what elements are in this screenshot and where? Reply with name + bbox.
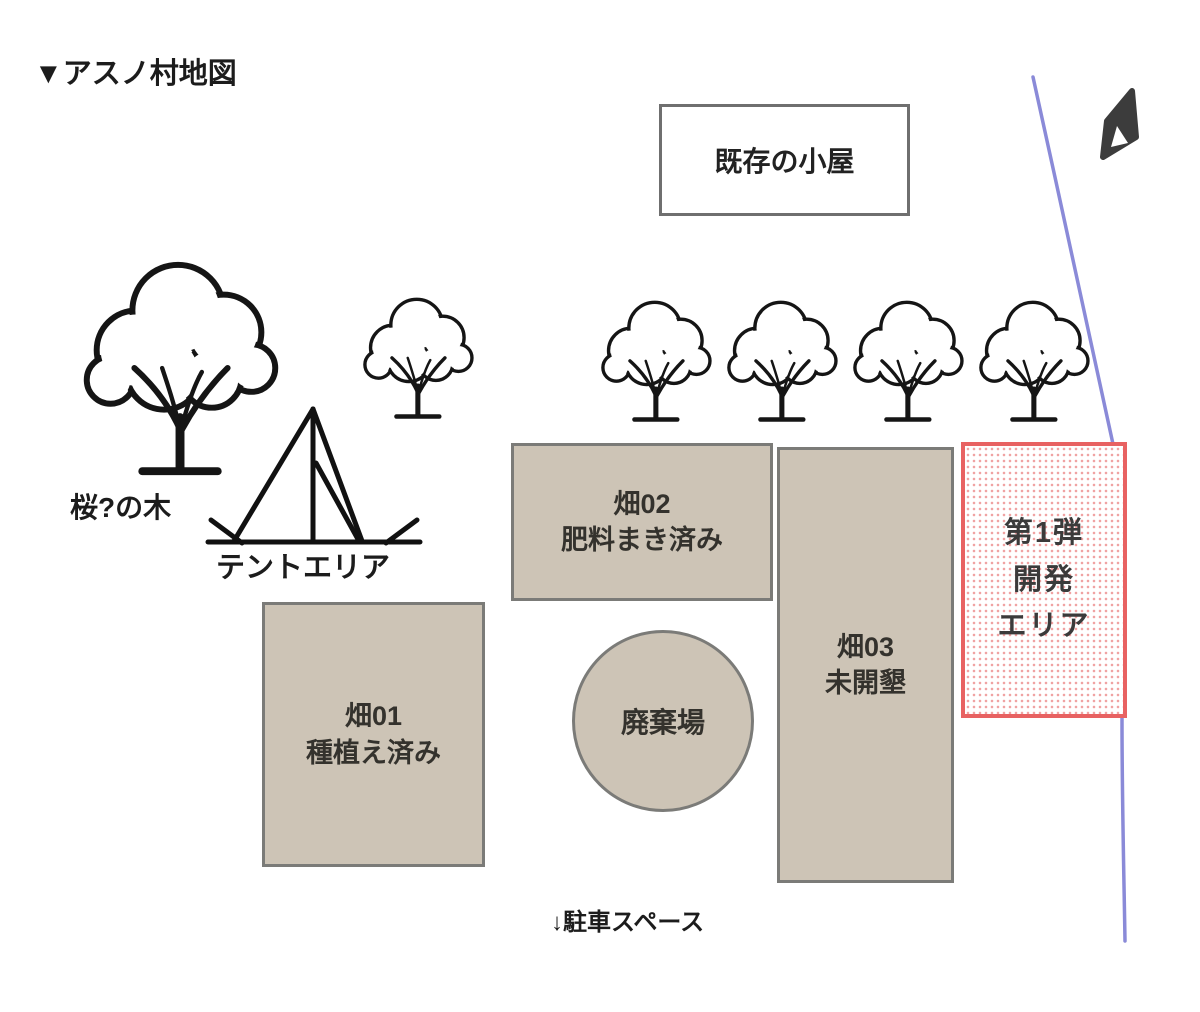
field-01-box: 畑01 種植え済み: [262, 602, 485, 867]
field-03-box: 畑03 未開墾: [777, 447, 954, 883]
dev-area-line: 第1弾: [1003, 517, 1085, 550]
row-tree-icon: [855, 302, 962, 419]
field-name: 畑03: [836, 631, 895, 662]
compass-icon: [1100, 88, 1139, 160]
sakura-tree-label: 桜?の木: [70, 492, 172, 523]
field-status: 種植え済み: [306, 737, 441, 768]
disposal-site-circle: 廃棄場: [572, 630, 754, 812]
dev-area-line: エリア: [997, 610, 1091, 643]
field-status: 未開墾: [825, 668, 906, 698]
field-name: 畑01: [344, 701, 403, 732]
row-tree-icon: [729, 302, 836, 419]
field-02-box: 畑02 肥料まき済み: [511, 443, 773, 601]
tent-area-label: テントエリア: [215, 552, 390, 584]
dev-area-box: 第1弾 開発 エリア: [961, 442, 1127, 718]
row-tree-icon: [603, 302, 710, 419]
hut-box: 既存の小屋: [659, 104, 910, 216]
parking-label: ↓駐車スペース: [551, 909, 705, 936]
disposal-label: 廃棄場: [620, 707, 705, 738]
row-tree-icon: [981, 302, 1088, 419]
large-tree-icon: [87, 265, 275, 471]
small-tree-icon: [365, 299, 472, 416]
hut-label: 既存の小屋: [714, 146, 855, 177]
tent-icon: [205, 406, 423, 546]
dev-area-line: 開発: [1012, 563, 1075, 596]
field-status: 肥料まき済み: [561, 525, 723, 555]
map-title: ▼アスノ村地図: [34, 58, 237, 90]
field-name: 畑02: [613, 488, 671, 519]
